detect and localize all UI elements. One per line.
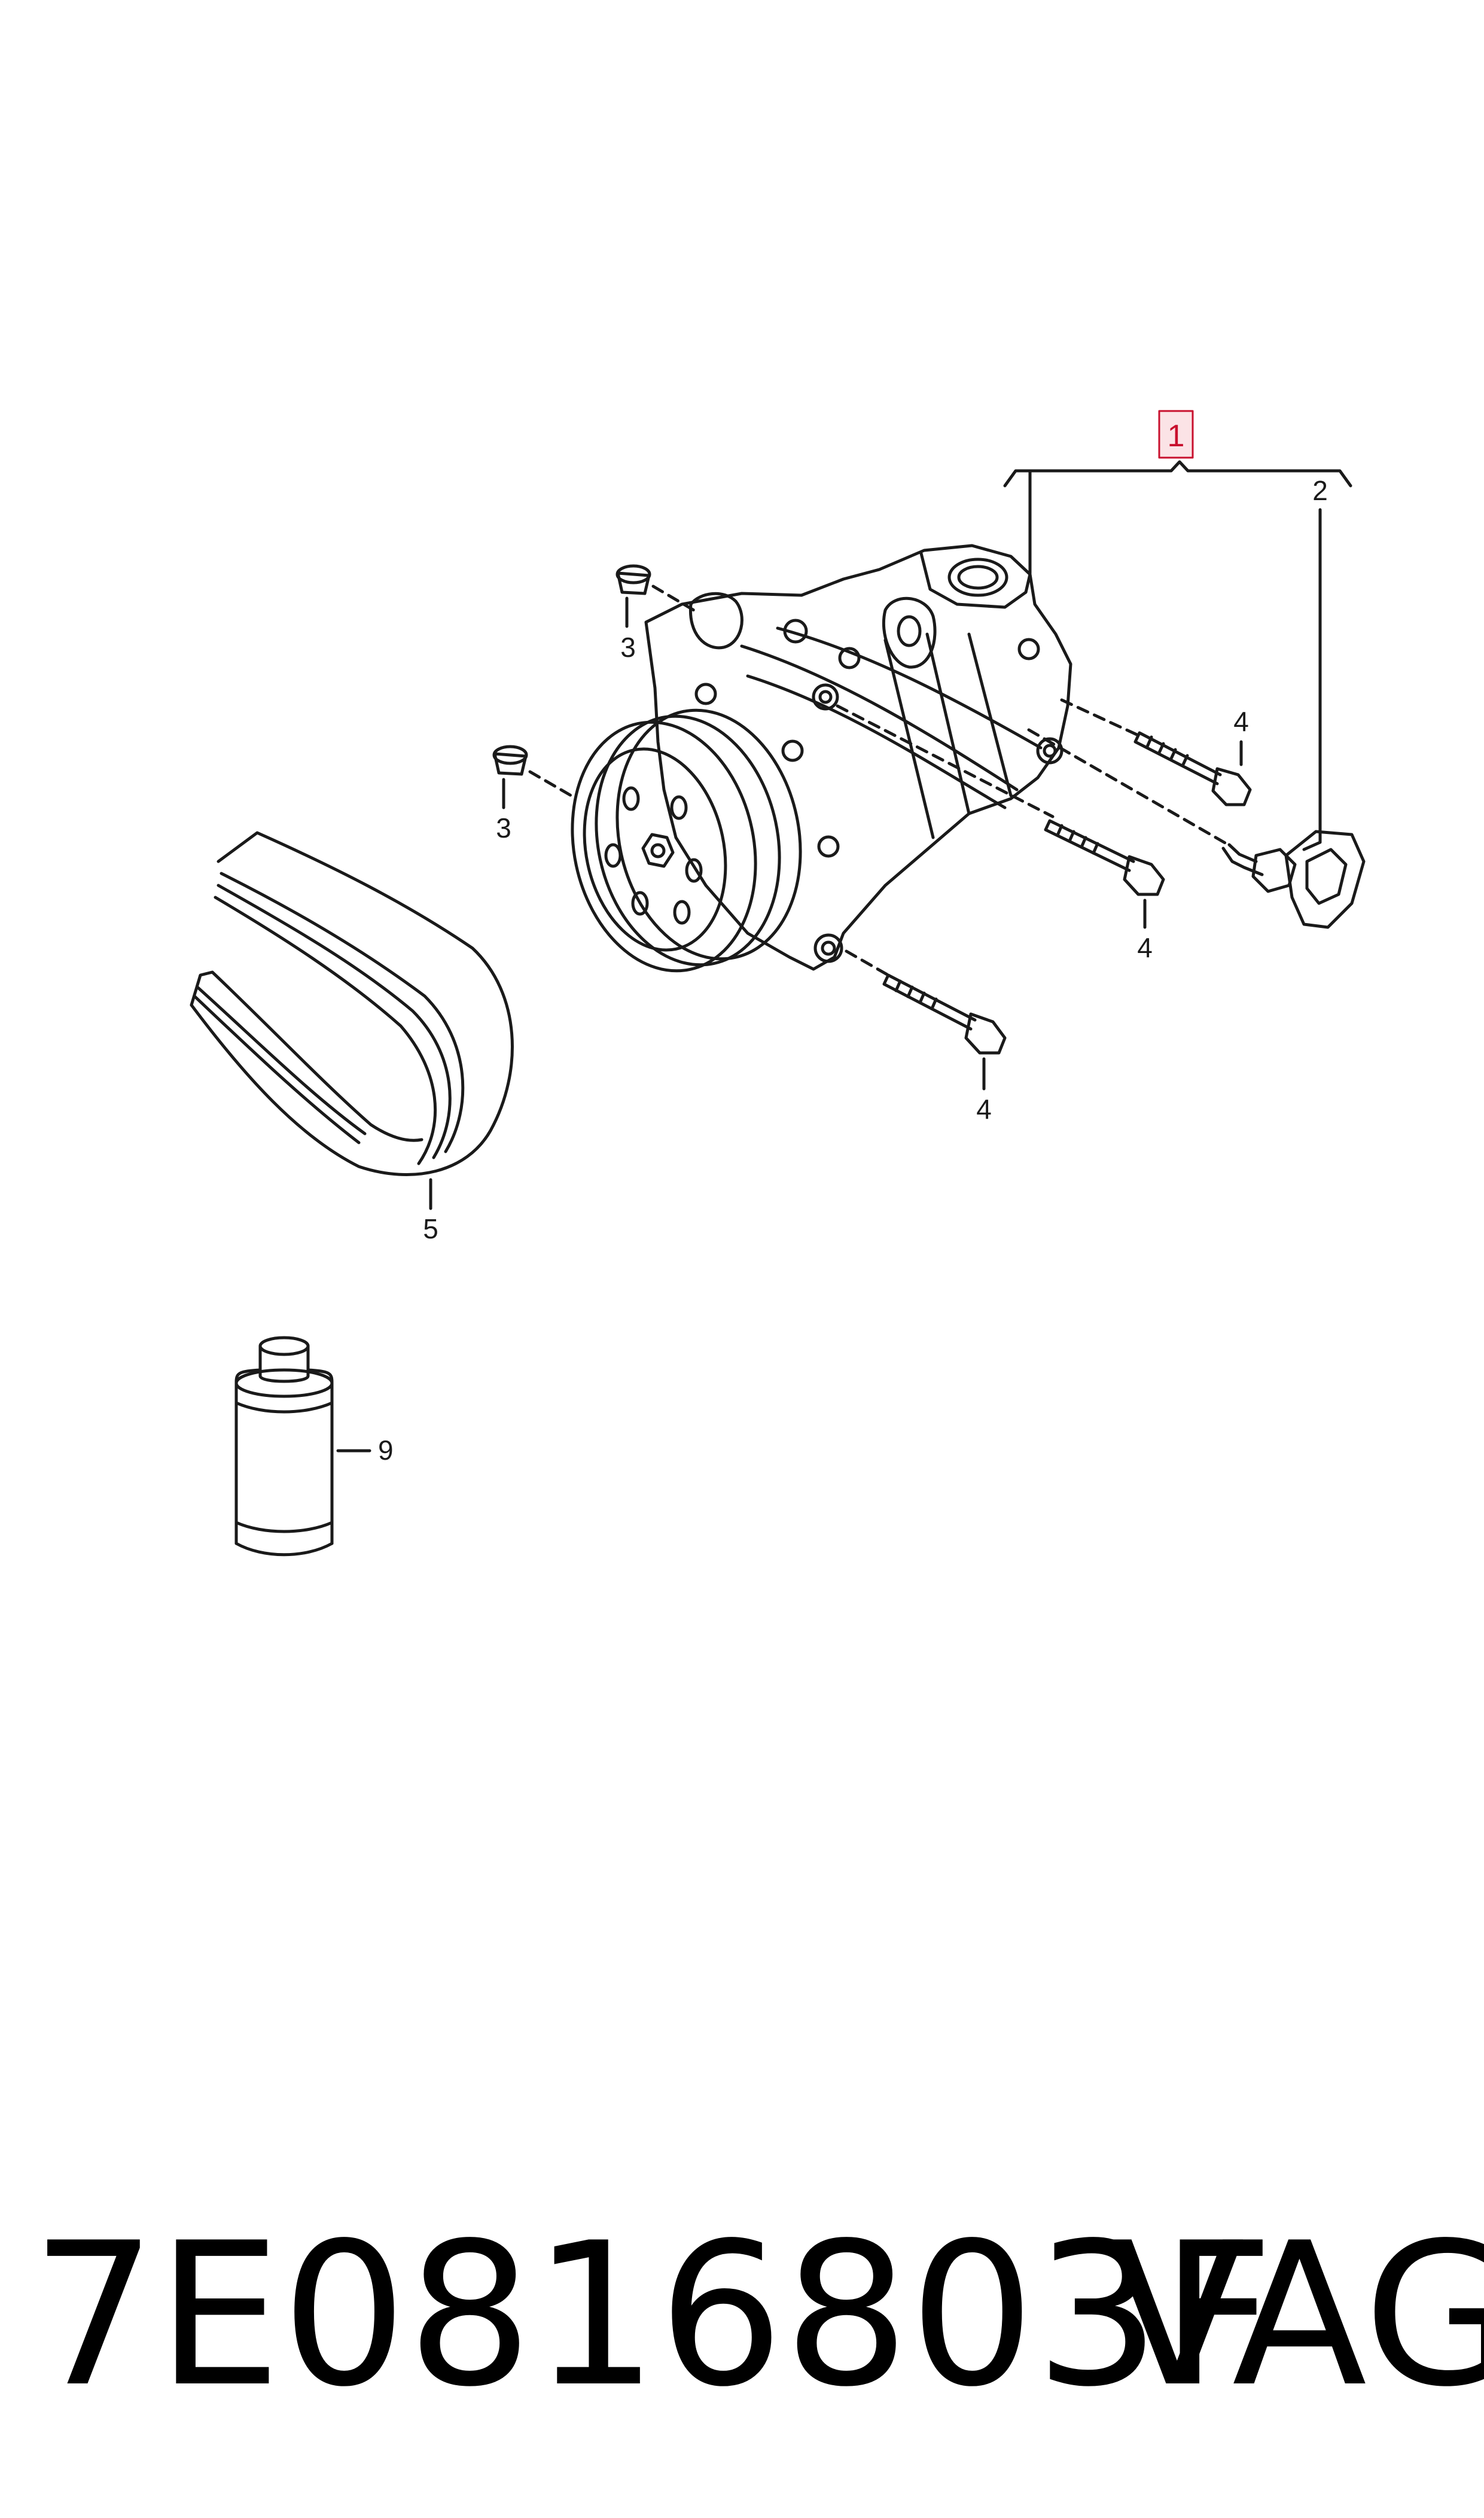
bolt-c-shank (882, 973, 977, 1031)
callout-9-label: 9 (378, 1435, 394, 1466)
oil-bottle (234, 1336, 334, 1557)
bushing-upper-top (615, 564, 651, 584)
callout-3-upper-label: 3 (620, 632, 636, 663)
belt-end-left (190, 970, 423, 1142)
belt-rib-2 (217, 884, 452, 1159)
mount-hole-top (812, 683, 839, 711)
bolt-b (1044, 819, 1165, 896)
bushing-lower-dash (528, 770, 573, 797)
bushing-lower (492, 745, 528, 776)
clutch-hole-1 (622, 786, 640, 811)
clutch-hole-5 (631, 891, 649, 916)
sensor-dash (1027, 728, 1228, 845)
bolt-c-head (964, 1012, 1007, 1055)
compressor-pulley (571, 708, 802, 973)
mount-hole-top-inner (818, 690, 833, 704)
mount-hole-low-inner (821, 940, 836, 956)
housing-bolt-4 (694, 683, 717, 705)
bolt-b-dash (836, 704, 1055, 818)
belt-outer (190, 831, 514, 1176)
bushing-lower-top (492, 745, 528, 765)
bottle-label-top (234, 1401, 334, 1414)
belt-rib-1 (220, 872, 465, 1153)
bolt-b-head (1123, 855, 1165, 896)
bottle-shoulder-ring (234, 1368, 334, 1398)
clutch-hole-6 (673, 900, 691, 925)
housing-bolt-2 (838, 647, 861, 669)
pulley-face (583, 747, 727, 952)
bottle-cap-top (258, 1336, 310, 1356)
bottle-cap (258, 1344, 310, 1383)
bolt-a-head (1211, 767, 1252, 806)
housing-bolt-3 (1017, 638, 1040, 660)
discharge-port-inner (897, 615, 922, 647)
compressor-housing (644, 544, 1072, 971)
pulley-hub-center (650, 843, 666, 858)
pulley-outer-rim (571, 720, 757, 973)
ac-compressor (644, 544, 1072, 971)
callout-5-label: 5 (423, 1213, 438, 1244)
housing-bolt-1 (783, 619, 808, 644)
clutch-hole-4 (685, 858, 703, 883)
bolt-b-threads (1056, 824, 1099, 855)
sensor-connector-inner (1305, 848, 1348, 905)
brand-label: VAG (1110, 2200, 1484, 2430)
pulley-groove-1 (595, 714, 781, 967)
mount-hole-mid-inner (1043, 744, 1057, 758)
callout-3-lower-label: 3 (496, 812, 511, 844)
callout-1-group[interactable]: 1 (1158, 410, 1194, 459)
compressor-body-lines (740, 626, 1043, 839)
bolt-c (882, 973, 1007, 1055)
callout-4a-label: 4 (1233, 706, 1249, 737)
suction-port-inner (957, 565, 999, 590)
pulley-hub-nut (641, 833, 675, 868)
bushing-lower-body (493, 752, 528, 776)
bolt-b-shank (1044, 819, 1135, 872)
bottle-label-bottom (234, 1521, 334, 1533)
compressor-port-block (919, 552, 1032, 609)
mount-hole-mid (1036, 737, 1064, 765)
belt-inner (214, 896, 437, 1165)
bolt-c-dash (845, 949, 890, 977)
callout-4b-label: 4 (1137, 932, 1153, 963)
mount-hole-low (813, 933, 843, 963)
discharge-port (882, 596, 937, 669)
sensor-connector (1284, 830, 1366, 929)
pressure-sensor (1221, 830, 1366, 929)
bushing-upper-dash (651, 584, 696, 612)
bolt-a-shank (1133, 731, 1222, 785)
bolt-a-dash (1060, 698, 1141, 738)
clutch-hole-2 (670, 795, 688, 820)
clutch-hole-3 (604, 843, 622, 868)
bolt-a-threads (1145, 735, 1189, 766)
callout-2-label: 2 (1312, 475, 1328, 506)
bushing-upper (615, 564, 651, 595)
bushing-upper-body (616, 571, 651, 595)
suction-port (947, 558, 1008, 597)
callout-4c-label: 4 (976, 1094, 992, 1125)
belt-end-ribs (193, 985, 367, 1144)
part-number-label: 7E0816803F (31, 2200, 1274, 2430)
bolt-a (1133, 731, 1252, 806)
mounting-ear-top (688, 592, 743, 650)
bottle-base (234, 1542, 334, 1557)
callout-1-highlight-box[interactable] (1158, 410, 1194, 459)
leader-2-sensor (1302, 508, 1322, 851)
callout-1-label[interactable]: 1 (1168, 419, 1185, 453)
housing-bolt-6 (817, 835, 840, 858)
bolt-c-threads (894, 979, 938, 1010)
ribbed-v-belt (190, 831, 514, 1176)
housing-bolt-5 (781, 739, 804, 762)
assembly-bracket (1003, 460, 1352, 488)
